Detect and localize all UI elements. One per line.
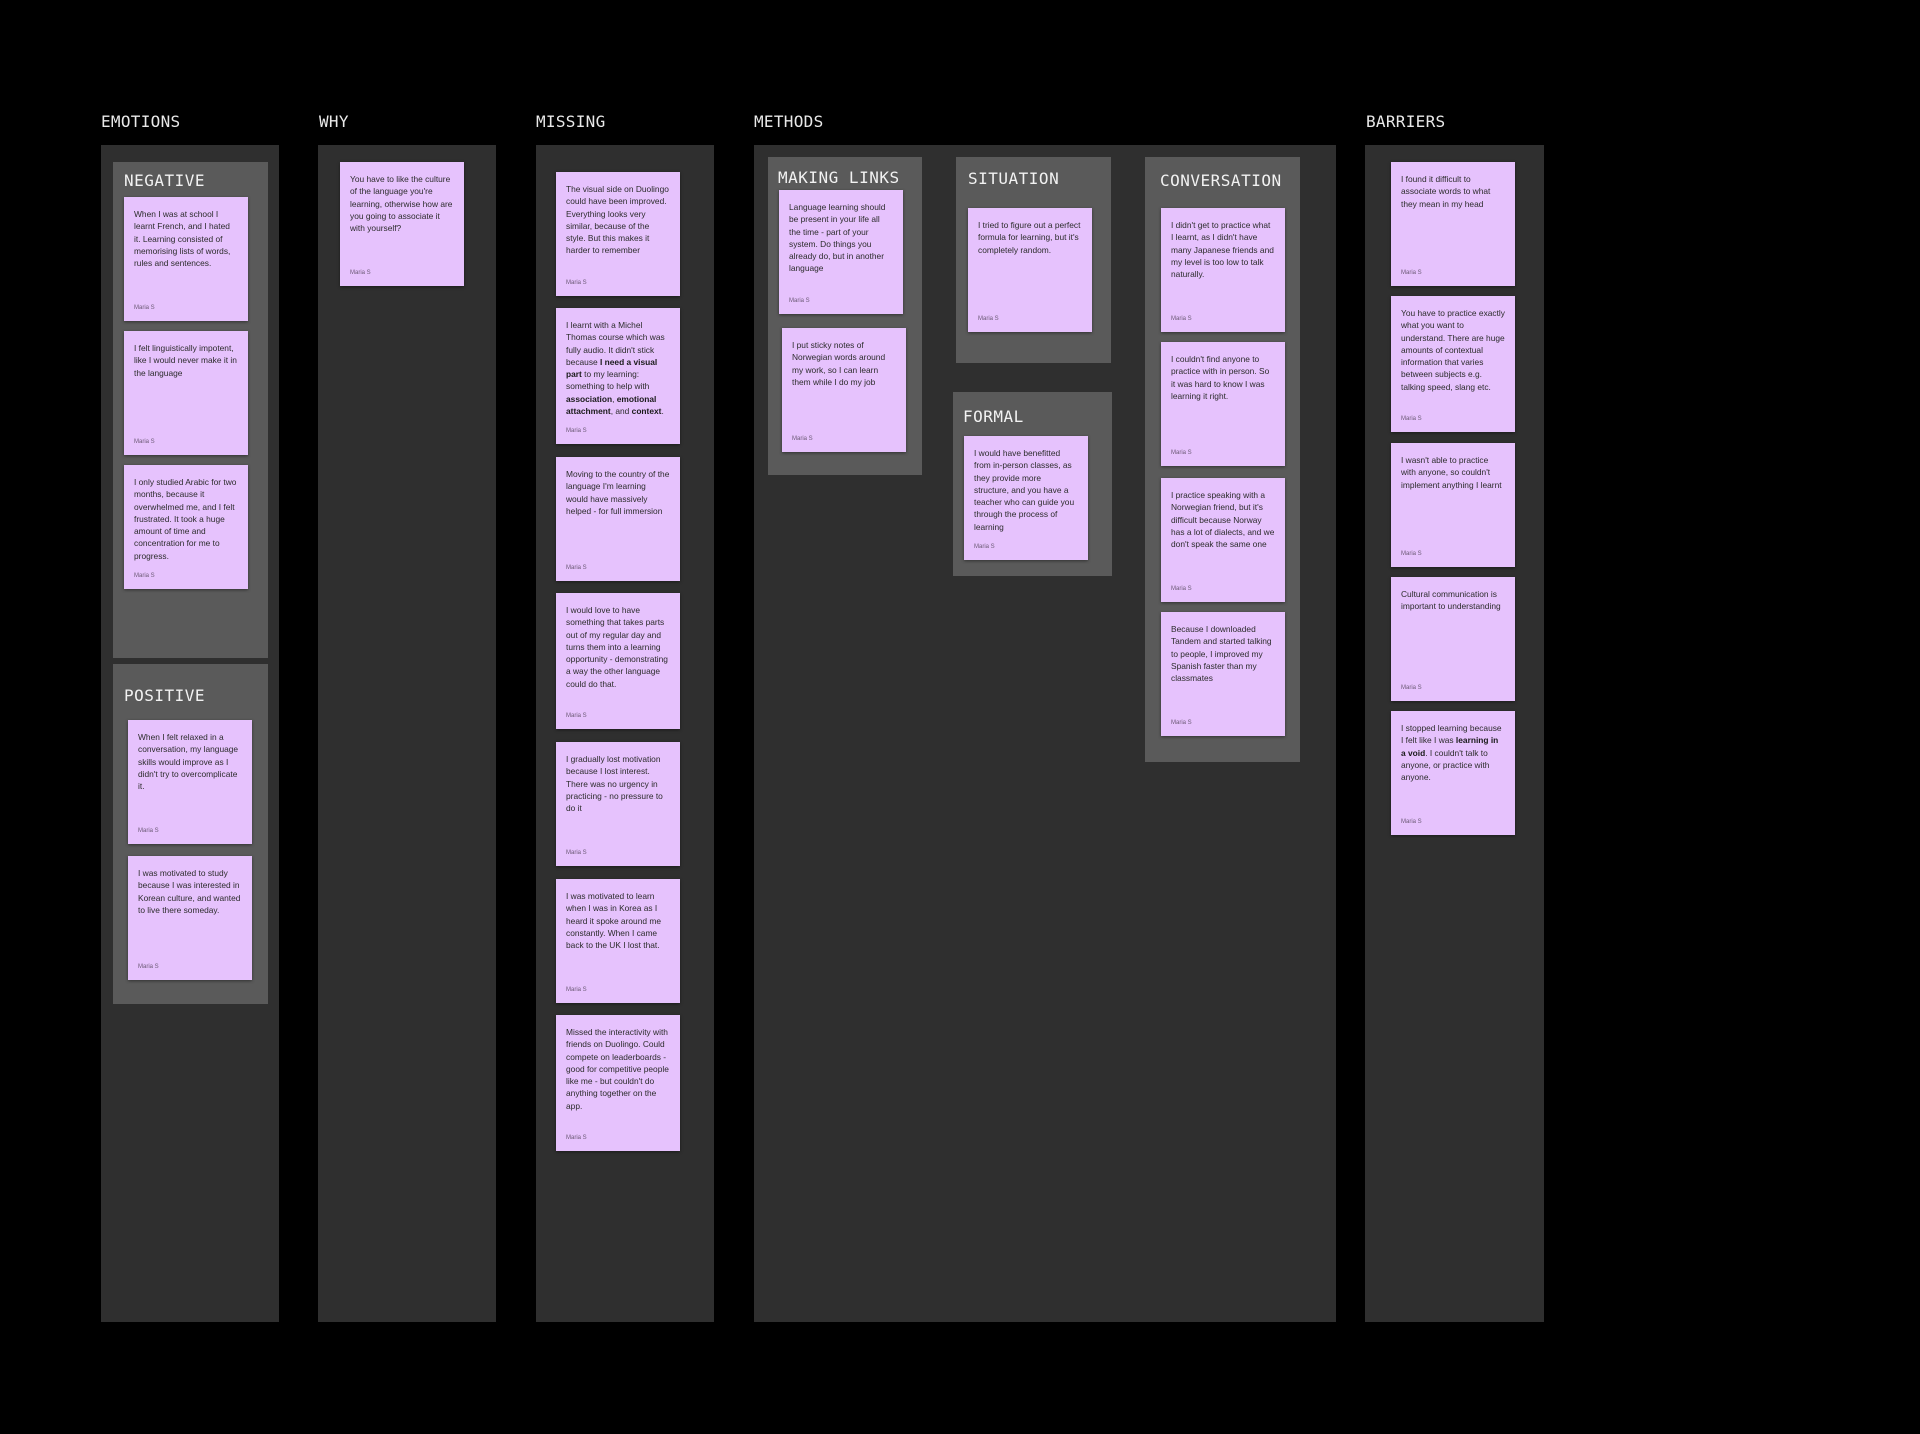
- sticky-note[interactable]: I found it difficult to associate words …: [1391, 162, 1515, 286]
- note-author: Maria S: [566, 987, 587, 993]
- note-text: I gradually lost motivation because I lo…: [566, 754, 663, 814]
- note-author: Maria S: [138, 828, 159, 834]
- sticky-note[interactable]: I was motivated to learn when I was in K…: [556, 879, 680, 1003]
- sticky-note[interactable]: Moving to the country of the language I'…: [556, 457, 680, 581]
- sticky-note[interactable]: I gradually lost motivation because I lo…: [556, 742, 680, 866]
- note-text: I tried to figure out a perfect formula …: [978, 220, 1081, 255]
- group-title-situation: SITUATION: [968, 169, 1060, 188]
- note-author: Maria S: [134, 305, 155, 311]
- sticky-note[interactable]: I felt linguistically impotent, like I w…: [124, 331, 248, 455]
- sticky-note[interactable]: I stopped learning because I felt like I…: [1391, 711, 1515, 835]
- sticky-note[interactable]: Language learning should be present in y…: [779, 190, 903, 314]
- sticky-note[interactable]: Missed the interactivity with friends on…: [556, 1015, 680, 1151]
- sticky-note[interactable]: When I felt relaxed in a conversation, m…: [128, 720, 252, 844]
- note-author: Maria S: [1401, 416, 1422, 422]
- note-text: I felt linguistically impotent, like I w…: [134, 343, 237, 378]
- sticky-note[interactable]: I wasn't able to practice with anyone, s…: [1391, 443, 1515, 567]
- group-title-negative: NEGATIVE: [124, 171, 206, 190]
- column-why: [318, 145, 496, 1322]
- note-text: I was motivated to study because I was i…: [138, 868, 241, 915]
- sticky-note[interactable]: Because I downloaded Tandem and started …: [1161, 612, 1285, 736]
- note-author: Maria S: [1401, 270, 1422, 276]
- note-author: Maria S: [1401, 819, 1422, 825]
- note-text: I was motivated to learn when I was in K…: [566, 891, 661, 951]
- sticky-note[interactable]: When I was at school I learnt French, an…: [124, 197, 248, 321]
- note-author: Maria S: [1171, 316, 1192, 322]
- note-author: Maria S: [1171, 720, 1192, 726]
- sticky-note[interactable]: I would love to have something that take…: [556, 593, 680, 729]
- note-text: Language learning should be present in y…: [789, 202, 886, 274]
- sticky-note[interactable]: I was motivated to study because I was i…: [128, 856, 252, 980]
- note-author: Maria S: [1171, 586, 1192, 592]
- note-text: When I felt relaxed in a conversation, m…: [138, 732, 239, 792]
- column-header-methods: METHODS: [754, 112, 824, 131]
- group-title-formal: FORMAL: [963, 407, 1024, 426]
- note-author: Maria S: [792, 436, 813, 442]
- column-header-barriers: BARRIERS: [1366, 112, 1446, 131]
- note-author: Maria S: [566, 428, 587, 434]
- sticky-note[interactable]: I didn't get to practice what I learnt, …: [1161, 208, 1285, 332]
- sticky-note[interactable]: I learnt with a Michel Thomas course whi…: [556, 308, 680, 444]
- group-title-making-links: MAKING LINKS: [778, 168, 900, 187]
- note-text: I would love to have something that take…: [566, 605, 668, 689]
- note-author: Maria S: [566, 565, 587, 571]
- note-text: You have to like the culture of the lang…: [350, 174, 453, 234]
- note-author: Maria S: [1401, 685, 1422, 691]
- note-text: Moving to the country of the language I'…: [566, 469, 670, 516]
- note-author: Maria S: [974, 544, 995, 550]
- note-text: I couldn't find anyone to practice with …: [1171, 354, 1270, 401]
- sticky-note[interactable]: You have to like the culture of the lang…: [340, 162, 464, 286]
- note-text: Cultural communication is important to u…: [1401, 589, 1501, 612]
- note-text: When I was at school I learnt French, an…: [134, 209, 231, 269]
- sticky-note[interactable]: You have to practice exactly what you wa…: [1391, 296, 1515, 432]
- sticky-note[interactable]: I would have benefitted from in-person c…: [964, 436, 1088, 560]
- sticky-note[interactable]: The visual side on Duolingo could have b…: [556, 172, 680, 296]
- note-author: Maria S: [566, 713, 587, 719]
- note-text: I learnt with a Michel Thomas course whi…: [566, 320, 665, 417]
- sticky-note[interactable]: I couldn't find anyone to practice with …: [1161, 342, 1285, 466]
- note-author: Maria S: [134, 573, 155, 579]
- note-author: Maria S: [566, 1135, 587, 1141]
- note-text: I stopped learning because I felt like I…: [1401, 723, 1502, 783]
- note-text: Missed the interactivity with friends on…: [566, 1027, 669, 1111]
- column-header-why: WHY: [319, 112, 349, 131]
- note-author: Maria S: [350, 270, 371, 276]
- sticky-note[interactable]: I practice speaking with a Norwegian fri…: [1161, 478, 1285, 602]
- note-author: Maria S: [566, 280, 587, 286]
- note-text: You have to practice exactly what you wa…: [1401, 308, 1505, 392]
- note-text: I put sticky notes of Norwegian words ar…: [792, 340, 886, 387]
- sticky-note[interactable]: I only studied Arabic for two months, be…: [124, 465, 248, 589]
- note-text: I didn't get to practice what I learnt, …: [1171, 220, 1274, 280]
- sticky-note[interactable]: I tried to figure out a perfect formula …: [968, 208, 1092, 332]
- note-text: I would have benefitted from in-person c…: [974, 448, 1075, 532]
- note-author: Maria S: [138, 964, 159, 970]
- group-title-positive: POSITIVE: [124, 686, 206, 705]
- note-text: Because I downloaded Tandem and started …: [1171, 624, 1272, 684]
- note-text: I only studied Arabic for two months, be…: [134, 477, 237, 561]
- column-header-emotions: EMOTIONS: [101, 112, 181, 131]
- note-author: Maria S: [1171, 450, 1192, 456]
- note-text: I wasn't able to practice with anyone, s…: [1401, 455, 1502, 490]
- note-text: I practice speaking with a Norwegian fri…: [1171, 490, 1275, 550]
- group-title-conversation: CONVERSATION: [1160, 171, 1282, 190]
- sticky-note[interactable]: Cultural communication is important to u…: [1391, 577, 1515, 701]
- column-header-missing: MISSING: [536, 112, 606, 131]
- note-author: Maria S: [978, 316, 999, 322]
- note-text: I found it difficult to associate words …: [1401, 174, 1491, 209]
- sticky-note[interactable]: I put sticky notes of Norwegian words ar…: [782, 328, 906, 452]
- note-text: The visual side on Duolingo could have b…: [566, 184, 669, 256]
- note-author: Maria S: [789, 298, 810, 304]
- note-author: Maria S: [134, 439, 155, 445]
- note-author: Maria S: [1401, 551, 1422, 557]
- note-author: Maria S: [566, 850, 587, 856]
